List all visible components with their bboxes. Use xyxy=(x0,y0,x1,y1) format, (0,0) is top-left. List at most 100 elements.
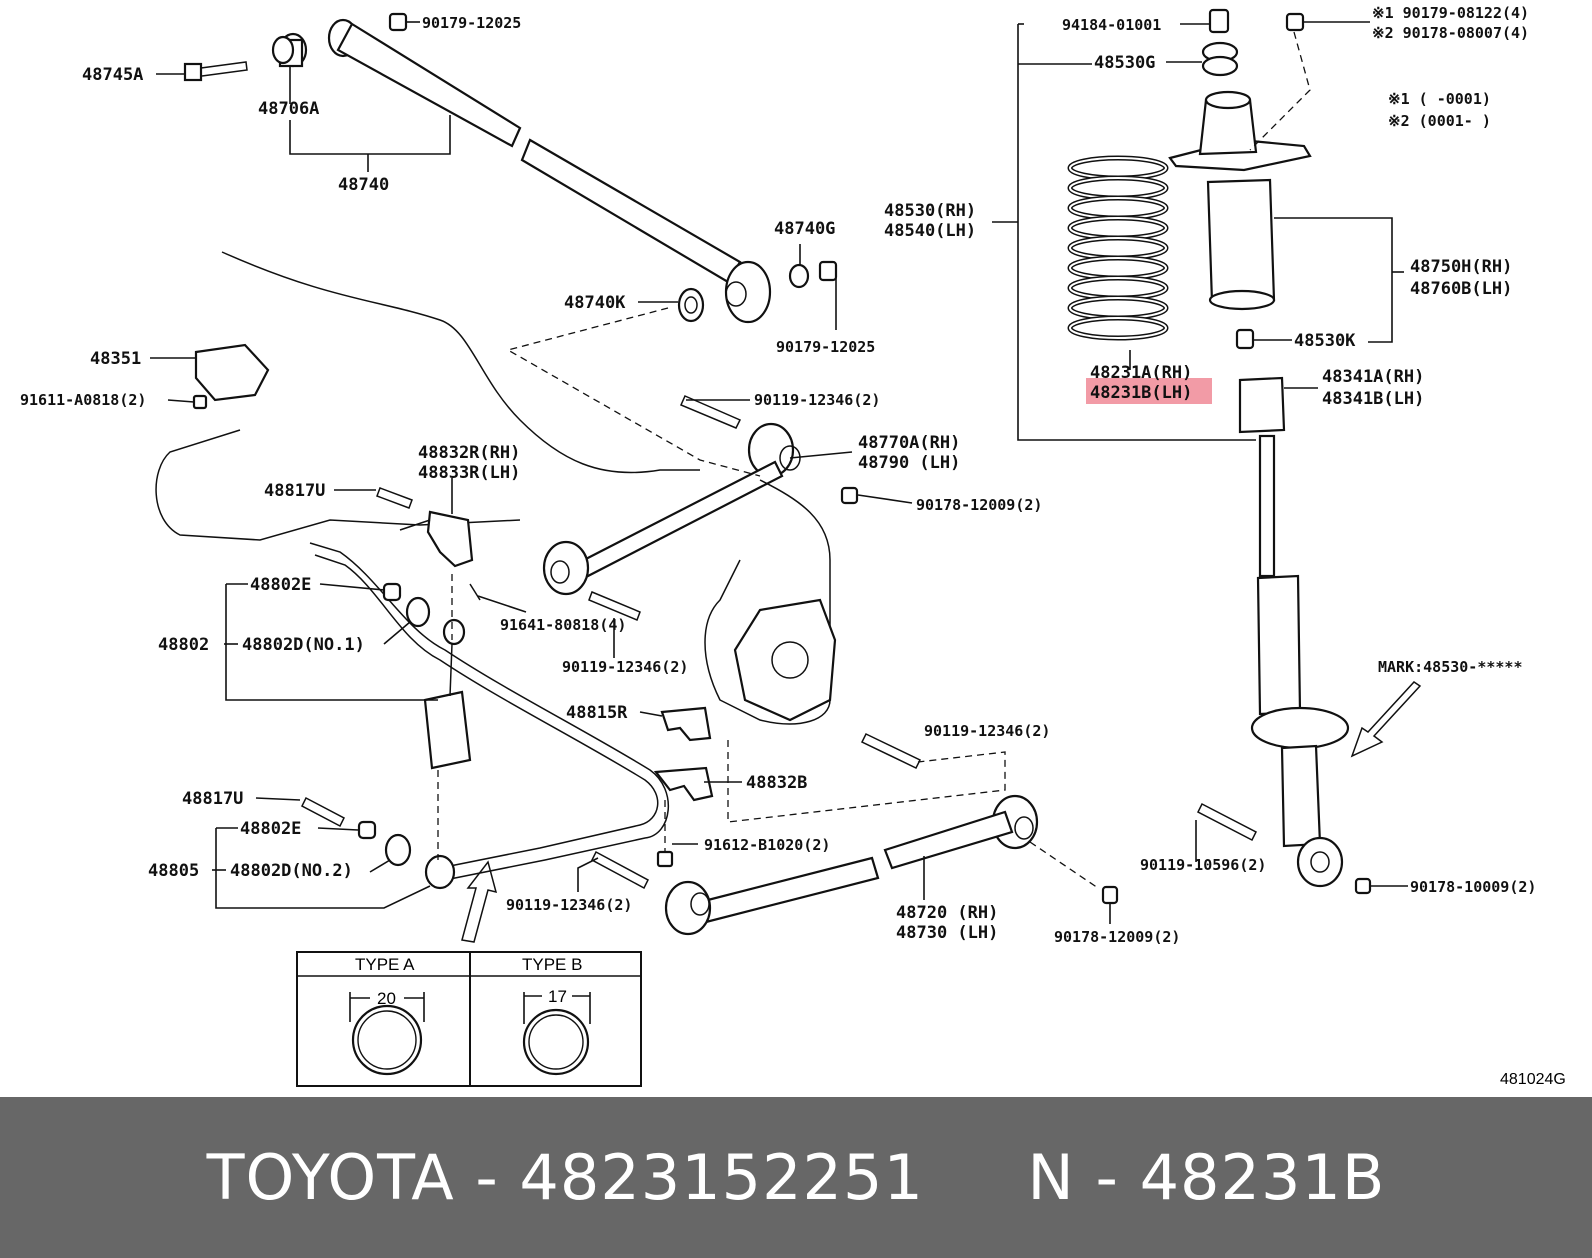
highlight-48231B xyxy=(1086,378,1212,404)
label-48341B: 48341B(LH) xyxy=(1322,389,1424,409)
label-90119-12346d: 90119-12346(2) xyxy=(506,896,632,914)
stabilizer-bar xyxy=(314,554,659,869)
bolt-90119-12346a xyxy=(680,395,742,429)
label-90179-12025b: 90179-12025 xyxy=(776,338,875,356)
part-number-caption: TOYOTA - 4823152251 N - 48231B xyxy=(206,1141,1386,1214)
label-48720: 48720 (RH) xyxy=(896,903,998,923)
label-90119-12346a: 90119-12346(2) xyxy=(754,391,880,409)
label-48231A: 48231A(RH) xyxy=(1090,363,1192,383)
bracket-48351 xyxy=(192,343,270,410)
label-90179-08122: ※1 90179-08122(4) xyxy=(1372,4,1529,22)
label-48706A: 48706A xyxy=(258,99,319,119)
bolt-90119-12346b xyxy=(588,591,641,621)
label-48832B: 48832B xyxy=(746,773,807,793)
label-48817Ua: 48817U xyxy=(264,481,325,501)
label-48832R: 48832R(RH) xyxy=(418,443,520,463)
washer-48740K xyxy=(677,287,705,323)
label-48760B: 48760B(LH) xyxy=(1410,279,1512,299)
spring-coil-inner xyxy=(1069,157,1167,179)
label-48802Eb: 48802E xyxy=(240,819,301,839)
bolt-90119-12346c xyxy=(860,733,922,769)
label-48540: 48540(LH) xyxy=(884,221,976,241)
type-b-title: TYPE B xyxy=(522,955,582,974)
label-48802Da: 48802D(NO.1) xyxy=(242,635,365,655)
guide-5 xyxy=(727,740,1006,823)
guide-7 xyxy=(1249,31,1311,151)
lower-arm-48720 xyxy=(664,794,1119,936)
label-48740K: 48740K xyxy=(564,293,626,313)
lateral-rod-48770A xyxy=(542,422,859,596)
guide-1 xyxy=(506,307,761,477)
label-90119-12346c: 90119-12346(2) xyxy=(924,722,1050,740)
washer-48740G xyxy=(788,260,838,289)
label-48817Ub: 48817U xyxy=(182,789,243,809)
label-48745A: 48745A xyxy=(82,65,143,85)
upper-arm-48740 xyxy=(327,18,772,324)
parts-diagram: 48745A 48706A 48740 90179-12025 48740G 4… xyxy=(20,4,1566,1088)
label-48730: 48730 (LH) xyxy=(896,923,998,943)
label-48530G: 48530G xyxy=(1094,53,1155,73)
bracket-48815R xyxy=(660,706,712,742)
label-90178-12009a: 90178-12009(2) xyxy=(916,496,1042,514)
label-48802Db: 48802D(NO.2) xyxy=(230,861,353,881)
bracket-48832B xyxy=(653,766,714,802)
label-90119-12346b: 90119-12346(2) xyxy=(562,658,688,676)
label-90178-10009: 90178-10009(2) xyxy=(1410,878,1536,896)
type-a-title: TYPE A xyxy=(355,955,415,974)
label-48351: 48351 xyxy=(90,349,141,369)
knuckle-flange xyxy=(733,598,837,722)
label-91611: 91611-A0818(2) xyxy=(20,391,146,409)
label-48750H: 48750H(RH) xyxy=(1410,257,1512,277)
spring-coil-inner xyxy=(1069,237,1167,259)
stabilizer-bar-inner xyxy=(309,542,670,881)
label-mark: MARK:48530-***** xyxy=(1378,658,1523,676)
label-48802: 48802 xyxy=(158,635,209,655)
bolt-90119-10596 xyxy=(1196,802,1258,842)
spring-coil-inner xyxy=(1069,277,1167,299)
label-48530: 48530(RH) xyxy=(884,201,976,221)
axle-housing xyxy=(704,479,831,725)
label-48833R: 48833R(LH) xyxy=(418,463,520,483)
label-90178-08007: ※2 90178-08007(4) xyxy=(1372,24,1529,42)
bracket-48832R xyxy=(399,510,474,568)
bushing-48706A xyxy=(271,32,308,68)
label-48805: 48805 xyxy=(148,861,199,881)
bolt-91641 xyxy=(469,583,481,601)
label-48341A: 48341A(RH) xyxy=(1322,367,1424,387)
label-48740G: 48740G xyxy=(774,219,835,239)
spring-coil-inner xyxy=(1069,317,1167,339)
type-a-dimension: 20 xyxy=(377,989,396,1008)
spring-coil-inner xyxy=(1069,297,1167,319)
arrow-up xyxy=(461,860,498,943)
label-91612: 91612-B1020(2) xyxy=(704,836,830,854)
arrow-mark xyxy=(1350,681,1422,758)
mount-94184 xyxy=(1201,8,1305,77)
spring-coil-inner xyxy=(1069,217,1167,239)
flange-hole xyxy=(771,641,809,679)
label-48530K: 48530K xyxy=(1294,331,1356,351)
type-b-dimension: 17 xyxy=(548,987,567,1006)
label-90119-10596: 90119-10596(2) xyxy=(1140,856,1266,874)
nut-90179-12025a xyxy=(388,12,408,32)
body-outline xyxy=(221,251,700,474)
label-48770A: 48770A(RH) xyxy=(858,433,960,453)
body-outline-lower xyxy=(155,429,521,541)
label-48790: 48790 (LH) xyxy=(858,453,960,473)
bolt-91612 xyxy=(656,850,674,868)
label-48815R: 48815R xyxy=(566,703,628,723)
bolt-48817Ub xyxy=(301,796,345,828)
guide-6 xyxy=(1029,841,1099,889)
shock-absorber-48530 xyxy=(1168,90,1372,895)
diagram-code: 481024G xyxy=(1500,1071,1566,1088)
bolt-90119-12346d xyxy=(591,850,649,890)
label-48740: 48740 xyxy=(338,175,389,195)
bolt-48745A xyxy=(183,61,248,82)
label-48231B: 48231B(LH) xyxy=(1090,383,1192,403)
link-48802 xyxy=(423,618,472,770)
coil-spring-48231 xyxy=(1067,155,1169,341)
spring-coil-inner xyxy=(1069,257,1167,279)
footer-bar: TOYOTA - 4823152251 N - 48231B xyxy=(0,1097,1592,1258)
leader-lines xyxy=(150,21,1408,924)
type-table xyxy=(296,951,642,1087)
label-90178-12009b: 90178-12009(2) xyxy=(1054,928,1180,946)
